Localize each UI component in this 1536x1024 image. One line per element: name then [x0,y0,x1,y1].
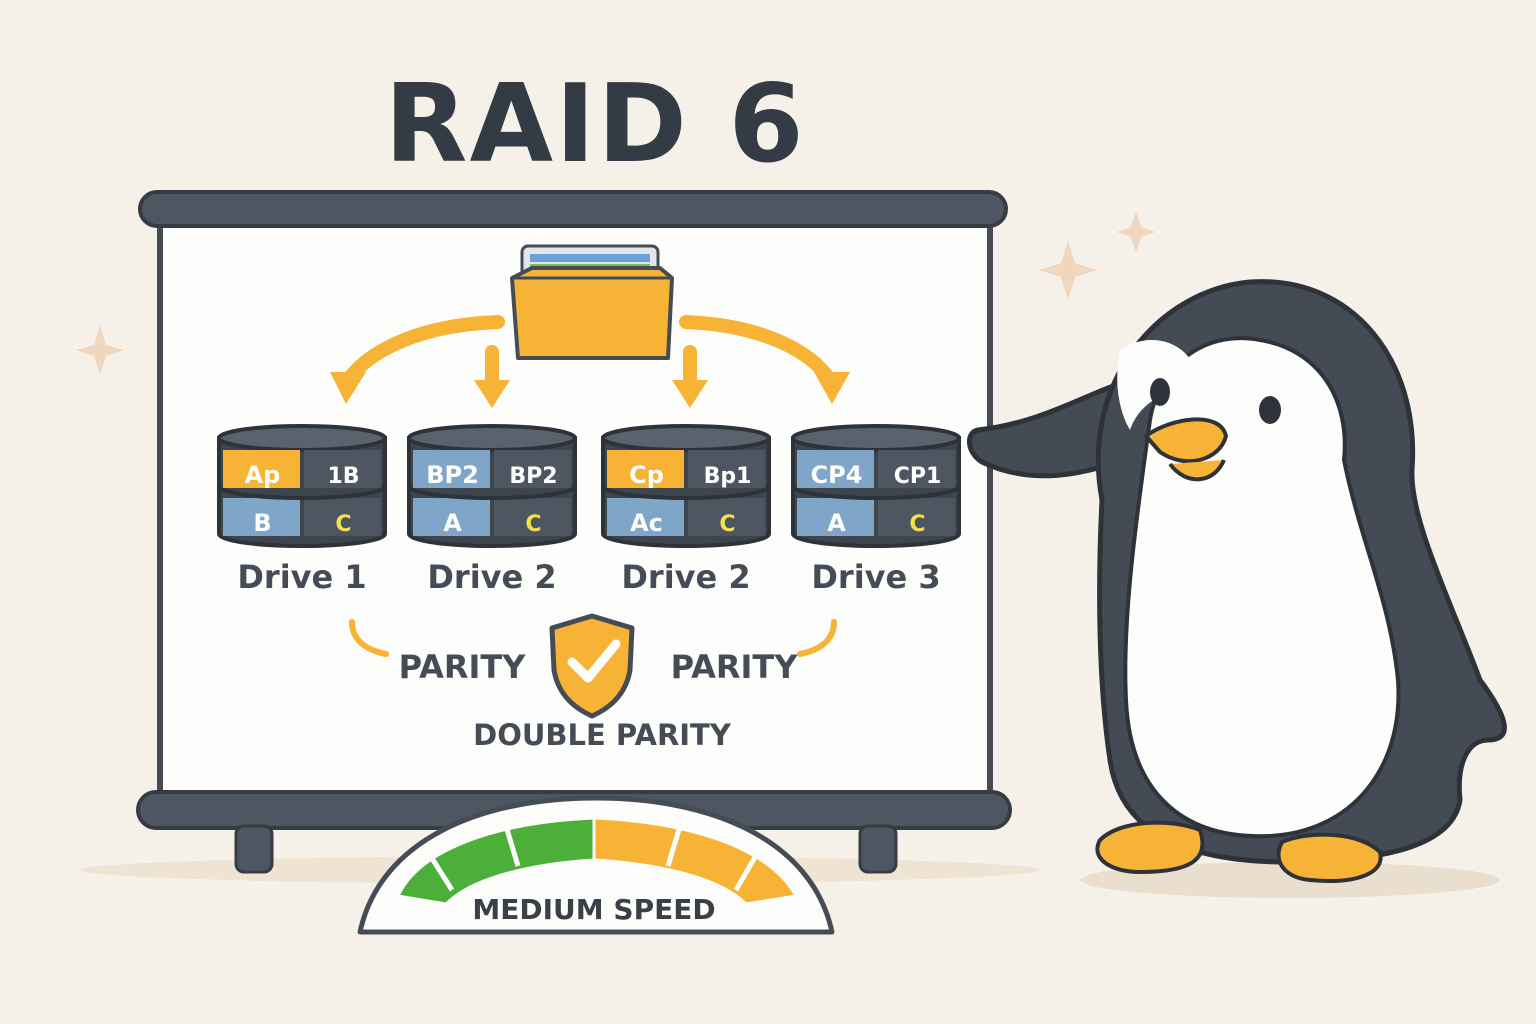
drive-4-top-right-block [878,450,955,488]
drive-2-bottom-left-label: A [443,509,462,537]
drive-4-bottom-left-block [797,498,874,536]
drive-1-bottom-left-block [223,498,300,536]
drive-1-bottom-right-block [304,498,381,536]
drive-3-bottom-left-block [607,498,684,536]
drive-2-label: Drive 2 [427,558,556,596]
drive-2-bottom-right-block [494,498,571,536]
drive-2-bottom-right-label: C [525,512,541,537]
drive-3-bottom-right-block [688,498,765,536]
speed-label: MEDIUM SPEED [472,893,715,926]
drive-4-bottom-right-block [878,498,955,536]
drive-2-top-left-block [413,450,490,488]
drive-2-bottom-left-block [413,498,490,536]
drive-4-top-left-block [797,450,874,488]
drive-3-bottom-right-label: C [719,512,735,537]
drive-4-bottom-left-label: A [827,509,846,537]
drive-4-bottom-right-label: C [909,512,925,537]
drive-1-top-left-label: Ap [245,461,281,489]
drive-1-bottom-left-label: B [253,509,271,537]
drive-2-top-left-label: BP2 [426,461,479,489]
drive-1: B C Ap 1B Drive 1 [217,424,387,596]
shield-check-icon [549,613,635,719]
page-title: RAID 6 [384,62,806,187]
drive-1-top-left-block [223,450,300,488]
drive-4-top-left-label: CP4 [811,461,863,489]
drive-3-top-right-block [688,450,765,488]
speed-gauge [357,795,835,935]
drive-3-bottom-left-label: Ac [630,509,663,537]
penguin-mascot [967,279,1507,883]
drive-3-label: Drive 2 [621,558,750,596]
drive-1-bottom-right-label: C [335,512,351,537]
drive-2-top-right-label: BP2 [509,464,557,489]
sparkle-icon [76,212,1155,375]
drive-1-top-right-label: 1B [327,464,359,489]
arrow-heads [330,372,850,408]
double-parity-label: DOUBLE PARITY [473,718,732,752]
parity-label-right: PARITY [671,648,799,686]
folder-icon [510,244,674,360]
drive-1-label: Drive 1 [237,558,366,596]
drive-3-top-right-label: Bp1 [704,464,752,489]
drive-2-top-right-block [494,450,571,488]
drive-3-top-left-label: Cp [629,461,664,489]
drive-4-top-right-label: CP1 [894,464,942,489]
drive-3-top-left-block [607,450,684,488]
parity-label-left: PARITY [399,648,527,686]
parity-brackets [349,619,837,657]
drive-4-label: Drive 3 [811,558,940,596]
drive-1-top-right-block [304,450,381,488]
